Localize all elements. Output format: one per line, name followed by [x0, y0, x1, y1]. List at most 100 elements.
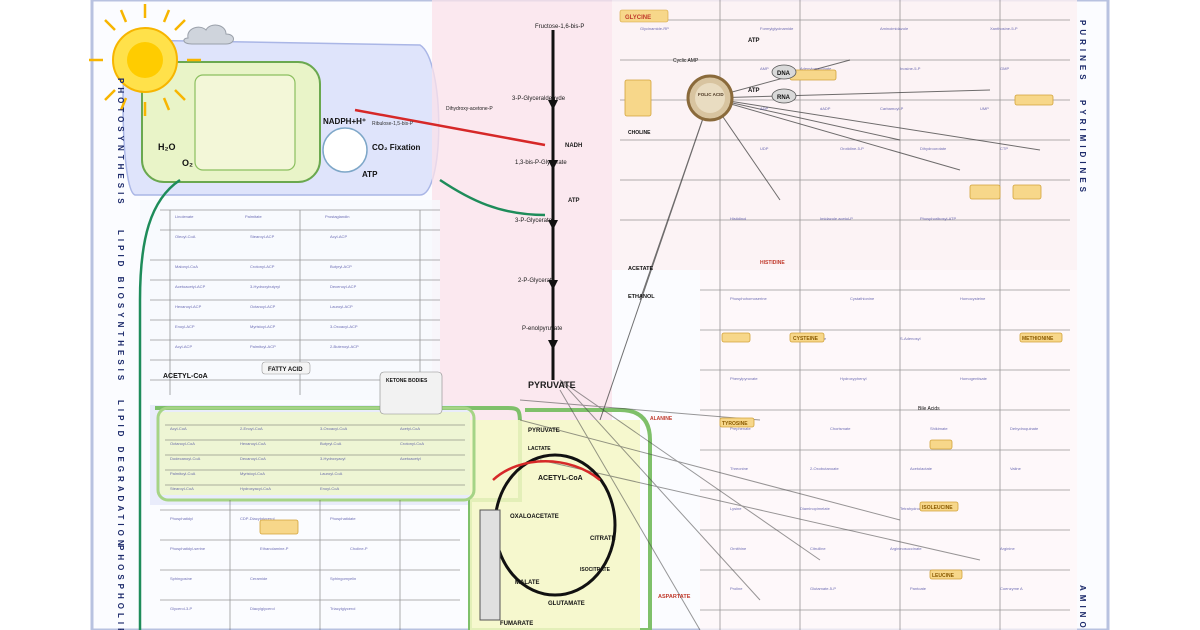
label-h2o: H₂O [158, 142, 176, 152]
label-leucine: LEUCINE [932, 573, 955, 579]
svg-text:2-Oxobutanoate: 2-Oxobutanoate [810, 466, 839, 471]
svg-text:Carbamoyl-P: Carbamoyl-P [880, 106, 904, 111]
mitochondrion-matrix [470, 420, 640, 630]
svg-text:Decenoyl-ACP: Decenoyl-ACP [330, 284, 357, 289]
label-bisglycerate: 1,3-bis-P-Glycerate [515, 160, 567, 166]
label-histidine: HISTIDINE [760, 260, 785, 266]
svg-text:Triacylglycerol: Triacylglycerol [330, 606, 356, 611]
label-tca-pyruvate: PYRUVATE [528, 428, 560, 434]
svg-text:Crotonyl-CoA: Crotonyl-CoA [400, 441, 424, 446]
label-fumarate: FUMARATE [500, 621, 533, 627]
svg-text:Malonyl-CoA: Malonyl-CoA [175, 264, 198, 269]
svg-text:Prostaglandin: Prostaglandin [325, 214, 349, 219]
svg-text:Lysine: Lysine [730, 506, 742, 511]
svg-text:Phosphatidyl-serine: Phosphatidyl-serine [170, 546, 206, 551]
svg-text:Acyl-ACP: Acyl-ACP [175, 344, 192, 349]
svg-text:Octanoyl-ACP: Octanoyl-ACP [250, 304, 276, 309]
svg-text:Phosphoribosyl-ATP: Phosphoribosyl-ATP [920, 216, 956, 221]
svg-text:Acetoacetyl-ACP: Acetoacetyl-ACP [175, 284, 206, 289]
svg-text:Lauroyl-CoA: Lauroyl-CoA [320, 471, 343, 476]
label-folic-acid: FOLIC ACID [698, 92, 724, 97]
label-glyceraldehyde: 3-P-Glyceraldehyde [512, 96, 566, 102]
svg-text:Arginine: Arginine [1000, 546, 1015, 551]
electron-transport-column [479, 509, 501, 621]
side-label-lipid-degradation: LIPID DEGRADATION [116, 400, 125, 550]
label-atp-2: ATP [748, 88, 760, 94]
label-rna: RNA [777, 95, 791, 101]
svg-text:Acetyl-CoA: Acetyl-CoA [400, 426, 420, 431]
label-citrate: CITRATE [590, 536, 616, 542]
svg-text:Ethanolamine-P: Ethanolamine-P [260, 546, 289, 551]
label-cysteine: CYSTEINE [793, 336, 819, 342]
glycolysis-zone [432, 0, 612, 420]
svg-text:Chorismate: Chorismate [830, 426, 851, 431]
label-co2-fixation: CO₂ Fixation [372, 143, 421, 152]
svg-text:Citrulline: Citrulline [810, 546, 826, 551]
label-lactate: LACTATE [528, 446, 551, 452]
svg-text:Histidinol: Histidinol [730, 216, 746, 221]
fatty-acid-box [261, 361, 311, 375]
label-fructose: Fructose-1,6-bis-P [535, 24, 584, 30]
label-glutamate: GLUTAMATE [548, 601, 585, 607]
svg-text:Argininosuccinate: Argininosuccinate [890, 546, 922, 551]
svg-text:Dehydroquinate: Dehydroquinate [1010, 426, 1039, 431]
svg-text:Sphingosine: Sphingosine [170, 576, 193, 581]
side-label-lipid-biosynthesis: LIPID BIOSYNTHESIS [116, 230, 125, 384]
svg-text:Myristoyl-ACP: Myristoyl-ACP [250, 324, 276, 329]
label-pyruvate: PYRUVATE [528, 380, 576, 390]
svg-text:AMP: AMP [760, 66, 769, 71]
label-choline: CHOLINE [628, 130, 651, 136]
amino-acid-highlight-boxes [259, 69, 1063, 580]
beta-oxidation-box [156, 406, 476, 502]
glycine-box [619, 9, 669, 23]
label-ribulose: Ribulose-1,5-bis-P [372, 121, 414, 127]
label-tca-acetyl-coa: ACETYL-CoA [538, 475, 583, 482]
svg-text:Valine: Valine [1010, 466, 1022, 471]
svg-text:3-Oxoacyl-ACP: 3-Oxoacyl-ACP [330, 324, 358, 329]
svg-text:Aminoimidazole: Aminoimidazole [880, 26, 909, 31]
folic-acid-arrows [599, 59, 1041, 421]
svg-text:Formylglycinamide: Formylglycinamide [760, 26, 794, 31]
svg-text:CTP: CTP [1000, 146, 1008, 151]
label-glycine: GLYCINE [625, 15, 651, 21]
folic-acid-hub-inner [695, 83, 725, 113]
label-bile-acids: Bile Acids [918, 406, 940, 412]
svg-text:Enoyl-ACP: Enoyl-ACP [175, 324, 195, 329]
svg-text:Oleoyl-CoA: Oleoyl-CoA [175, 234, 196, 239]
ketone-bodies-box [379, 371, 443, 415]
svg-text:UMP: UMP [980, 106, 989, 111]
cloud-icon [183, 24, 234, 45]
side-label-phospholipids: PHOSPHOLIPI [116, 545, 125, 630]
label-malate: MALATE [515, 580, 540, 586]
svg-text:3-Oxoacyl-CoA: 3-Oxoacyl-CoA [320, 426, 347, 431]
svg-text:Threonine: Threonine [730, 466, 749, 471]
label-dna: DNA [777, 71, 791, 77]
nucleotide-zone [612, 0, 1077, 270]
side-label-amino: AMINO [1078, 585, 1087, 630]
label-o2: O₂ [182, 158, 193, 168]
thylakoid [194, 74, 296, 171]
svg-text:Butyryl-CoA: Butyryl-CoA [320, 441, 342, 446]
label-pglycerate2: 2-P-Glycerate [518, 278, 556, 284]
svg-text:Diacylglycerol: Diacylglycerol [250, 606, 275, 611]
svg-text:Acyl-CoA: Acyl-CoA [170, 426, 187, 431]
label-fatty-acid: FATTY ACID [268, 367, 303, 373]
rna-node [771, 88, 797, 104]
label-dihydroxy: Dihydroxy-acetone-P [446, 106, 493, 112]
svg-text:Palmitoyl-ACP: Palmitoyl-ACP [250, 344, 276, 349]
label-ketone-bodies: KETONE BODIES [386, 378, 428, 384]
svg-text:Dodecanoyl-CoA: Dodecanoyl-CoA [170, 456, 201, 461]
svg-text:Linolenate: Linolenate [175, 214, 194, 219]
label-lipid-acetyl-coa: ACETYL-CoA [163, 373, 208, 380]
svg-text:Acetolactate: Acetolactate [910, 466, 933, 471]
svg-text:Stearoyl-ACP: Stearoyl-ACP [250, 234, 275, 239]
svg-text:Xanthosine-5-P: Xanthosine-5-P [990, 26, 1018, 31]
svg-text:Hexanoyl-CoA: Hexanoyl-CoA [240, 441, 266, 446]
label-pglycerate3: 3-P-Glycerate [515, 218, 553, 224]
svg-text:Decanoyl-CoA: Decanoyl-CoA [240, 456, 266, 461]
svg-text:Phenylpyruvate: Phenylpyruvate [730, 376, 758, 381]
crossing-arrows [519, 379, 981, 630]
label-isoleucine: ISOLEUCINE [922, 505, 953, 511]
mitochondrion-lipid-area [160, 412, 470, 495]
